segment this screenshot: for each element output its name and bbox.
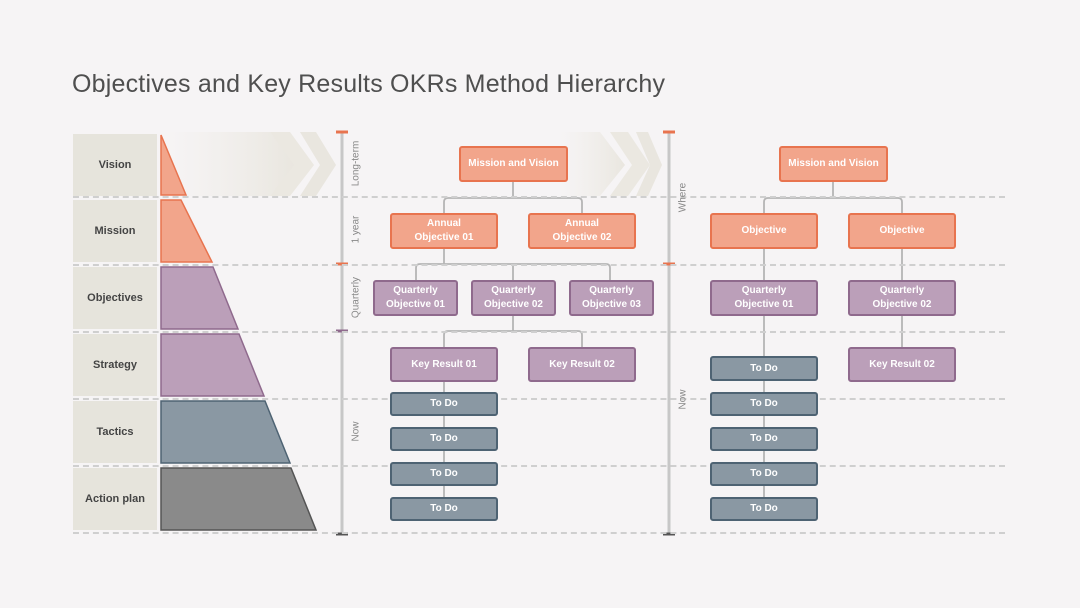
pyramid-objectives	[160, 266, 240, 330]
right-todo-box[interactable]: To Do	[710, 356, 818, 381]
timeline-where: Where	[677, 182, 689, 213]
pyramid-strategy	[160, 333, 266, 397]
left-annual-objective-02-box[interactable]: Annual Objective 02	[528, 213, 636, 249]
left-quarterly-objective-02-box[interactable]: Quarterly Objective 02	[471, 280, 556, 316]
right-todo-box[interactable]: To Do	[710, 392, 818, 416]
level-action-plan: Action plan	[73, 468, 157, 530]
right-todo-box[interactable]: To Do	[710, 497, 818, 521]
arrow-chevron-left-1	[270, 132, 314, 196]
arrow-chevron-left-2	[300, 132, 336, 196]
timeline-long-term: Long-term	[350, 140, 362, 187]
level-tactics: Tactics	[73, 401, 157, 463]
level-strategy: Strategy	[73, 334, 157, 396]
page-title: Objectives and Key Results OKRs Method H…	[72, 70, 666, 98]
divider	[73, 331, 1005, 333]
left-quarterly-objective-03-box[interactable]: Quarterly Objective 03	[569, 280, 654, 316]
right-key-result-02-box[interactable]: Key Result 02	[848, 347, 956, 382]
pyramid-vision	[160, 134, 188, 196]
left-todo-box[interactable]: To Do	[390, 497, 498, 521]
right-todo-box[interactable]: To Do	[710, 462, 818, 486]
pyramid-tactics	[160, 400, 292, 464]
arrow-shape-right	[560, 132, 625, 196]
right-quarterly-objective-01-box[interactable]: Quarterly Objective 01	[710, 280, 818, 316]
left-todo-box[interactable]: To Do	[390, 392, 498, 416]
timeline-1-year: 1 year	[350, 215, 362, 244]
pyramid-action-plan	[160, 467, 318, 531]
left-annual-objective-01-box[interactable]: Annual Objective 01	[390, 213, 498, 249]
arrow-chevron-right-2	[636, 132, 662, 196]
left-todo-box[interactable]: To Do	[390, 462, 498, 486]
timeline-now-left: Now	[350, 421, 362, 442]
right-quarterly-objective-02-box[interactable]: Quarterly Objective 02	[848, 280, 956, 316]
left-quarterly-objective-01-box[interactable]: Quarterly Objective 01	[373, 280, 458, 316]
right-todo-box[interactable]: To Do	[710, 427, 818, 451]
left-mission-vision-box[interactable]: Mission and Vision	[459, 146, 568, 182]
level-vision: Vision	[73, 134, 157, 196]
divider	[73, 196, 1005, 198]
right-objective-box[interactable]: Objective	[710, 213, 818, 249]
level-objectives: Objectives	[73, 267, 157, 329]
divider	[73, 532, 1005, 534]
right-objective-box[interactable]: Objective	[848, 213, 956, 249]
left-key-result-02-box[interactable]: Key Result 02	[528, 347, 636, 382]
divider	[73, 398, 1005, 400]
left-todo-box[interactable]: To Do	[390, 427, 498, 451]
timeline-quarterly: Quarterly	[350, 276, 362, 319]
right-mission-vision-box[interactable]: Mission and Vision	[779, 146, 888, 182]
divider	[73, 465, 1005, 467]
timeline-now-right: Now	[677, 389, 689, 410]
level-mission: Mission	[73, 200, 157, 262]
arrow-chevron-right-1	[610, 132, 650, 196]
divider	[73, 264, 1005, 266]
left-key-result-01-box[interactable]: Key Result 01	[390, 347, 498, 382]
arrow-shape-left	[165, 132, 295, 196]
pyramid-mission	[160, 199, 214, 263]
